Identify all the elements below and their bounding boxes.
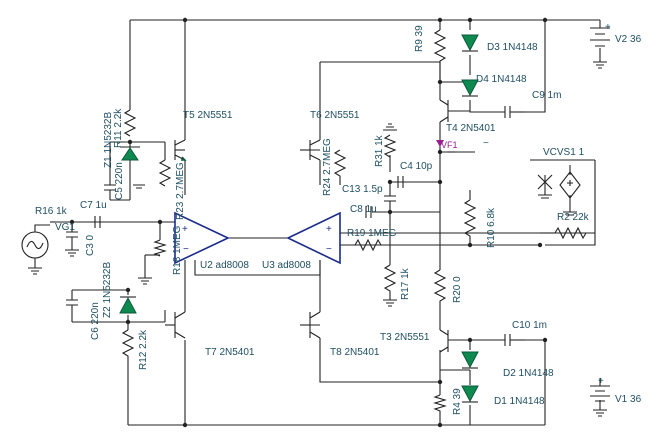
capacitor-c8 (365, 206, 372, 218)
opamp-u2: + − (174, 211, 230, 265)
resistor-r9 (433, 29, 447, 70)
label-c7: C7 1u (80, 200, 107, 211)
resistor-r31 (383, 134, 397, 158)
label-t7: T7 2N5401 (205, 347, 255, 358)
capacitor-c7 (94, 216, 101, 228)
transistor-t6 (300, 139, 321, 161)
transistor-t5 (174, 139, 187, 161)
capacitor-c6 (66, 299, 78, 306)
label-c13: C13 1.5p (342, 184, 383, 195)
capacitor-c13 (384, 195, 396, 202)
transistors (165, 99, 470, 353)
capacitors (66, 106, 525, 346)
label-r17: R17 1k (400, 267, 411, 300)
label-v2: V2 36 (615, 34, 642, 45)
label-z1: Z1 1N5232B (103, 112, 114, 168)
zener-z1 (121, 147, 139, 161)
capacitor-c4 (397, 176, 404, 188)
label-c5: C5 220n (114, 162, 125, 200)
vcvs1-source (537, 171, 581, 199)
label-r10: R10 6.8k (486, 207, 497, 248)
label-r20: R20 0 (452, 276, 463, 303)
label-d1: D1 1N4148 (494, 396, 545, 407)
label-v2-plus: + (605, 22, 611, 33)
resistor-r23 (158, 159, 172, 187)
resistor-r2 (554, 226, 595, 240)
resistor-r4 (433, 394, 447, 415)
label-r4: R4 39 (452, 388, 463, 415)
diode-d1 (461, 385, 479, 403)
label-r12: R12 2.2k (138, 329, 149, 370)
label-minus: − (483, 138, 489, 149)
battery-v2 (590, 27, 610, 47)
label-t8: T8 2N5401 (330, 347, 380, 358)
resistor-r20 (433, 269, 447, 305)
label-c9: C9 1m (532, 90, 561, 101)
label-v1-plus: + (598, 376, 604, 387)
label-vg1: VG1 (55, 222, 75, 233)
battery-v1 (590, 385, 610, 402)
svg-text:+: + (326, 224, 332, 235)
label-t5: T5 2N5551 (183, 110, 233, 121)
component-labels: R9 39 D3 1N4148 V2 36 + D4 1N4148 C9 1m … (35, 22, 642, 415)
label-r18: R18 1MEG (172, 225, 183, 275)
label-d3: D3 1N4148 (487, 42, 538, 53)
resistor-r11 (123, 109, 137, 137)
label-r31: R31 1k (374, 134, 385, 167)
label-u2: U2 ad8008 (200, 260, 249, 271)
diode-d4 (461, 79, 479, 97)
svg-text:−: − (326, 244, 332, 255)
svg-text:−: − (183, 244, 189, 255)
probe-vf1 (436, 140, 444, 152)
label-t6: T6 2N5551 (310, 110, 360, 121)
transistor-t8 (300, 311, 321, 339)
label-t3: T3 2N5551 (380, 332, 430, 343)
resistor-r12 (121, 329, 135, 360)
diode-d2 (461, 351, 479, 369)
label-r16: R16 1k (35, 206, 68, 217)
capacitor-c10 (504, 334, 511, 346)
zener-z2 (119, 296, 137, 314)
junction-dots (69, 17, 548, 428)
resistor-r24 (333, 149, 347, 185)
transistor-t4 (439, 99, 470, 123)
label-d4: D4 1N4148 (476, 74, 527, 85)
label-r23: R23 2.7MEG (175, 162, 186, 220)
diode-d3 (461, 34, 479, 52)
label-r9: R9 39 (414, 25, 425, 52)
diodes (119, 34, 479, 403)
resistor-r18 (153, 239, 167, 257)
resistor-r17 (383, 264, 397, 300)
capacitor-c9 (504, 106, 511, 118)
transistor-t7 (165, 311, 186, 339)
transistor-t3 (439, 329, 449, 353)
label-r11: R11 2.2k (113, 108, 124, 148)
label-c6: C6 220n (90, 302, 101, 340)
label-c10: C10 1m (512, 320, 547, 331)
opamp-u3: + − (286, 211, 341, 265)
label-v1: V1 36 (615, 394, 642, 405)
label-r24: R24 2.7MEG (322, 138, 333, 196)
label-c4: C4 10p (400, 161, 433, 172)
label-d2: D2 1N4148 (503, 368, 554, 379)
label-z2: Z2 1N5232B (102, 262, 113, 318)
ground-symbols (28, 61, 607, 417)
label-u3: U3 ad8008 (262, 260, 311, 271)
label-r2: R2 22k (557, 212, 590, 223)
label-r19: R19 1MEG (347, 228, 397, 239)
resistors (50, 29, 595, 415)
label-vf1: VF1 (441, 140, 458, 150)
label-t4: T4 2N5401 (446, 123, 496, 134)
signal-source-vg1 (21, 231, 49, 268)
resistor-r10 (463, 199, 477, 240)
label-c3: C3 0 (85, 234, 96, 256)
resistor-r19 (354, 238, 382, 252)
label-c8: C8 1u (350, 204, 377, 215)
svg-text:+: + (182, 224, 188, 235)
label-vcvs1: VCVS1 1 (543, 147, 585, 158)
